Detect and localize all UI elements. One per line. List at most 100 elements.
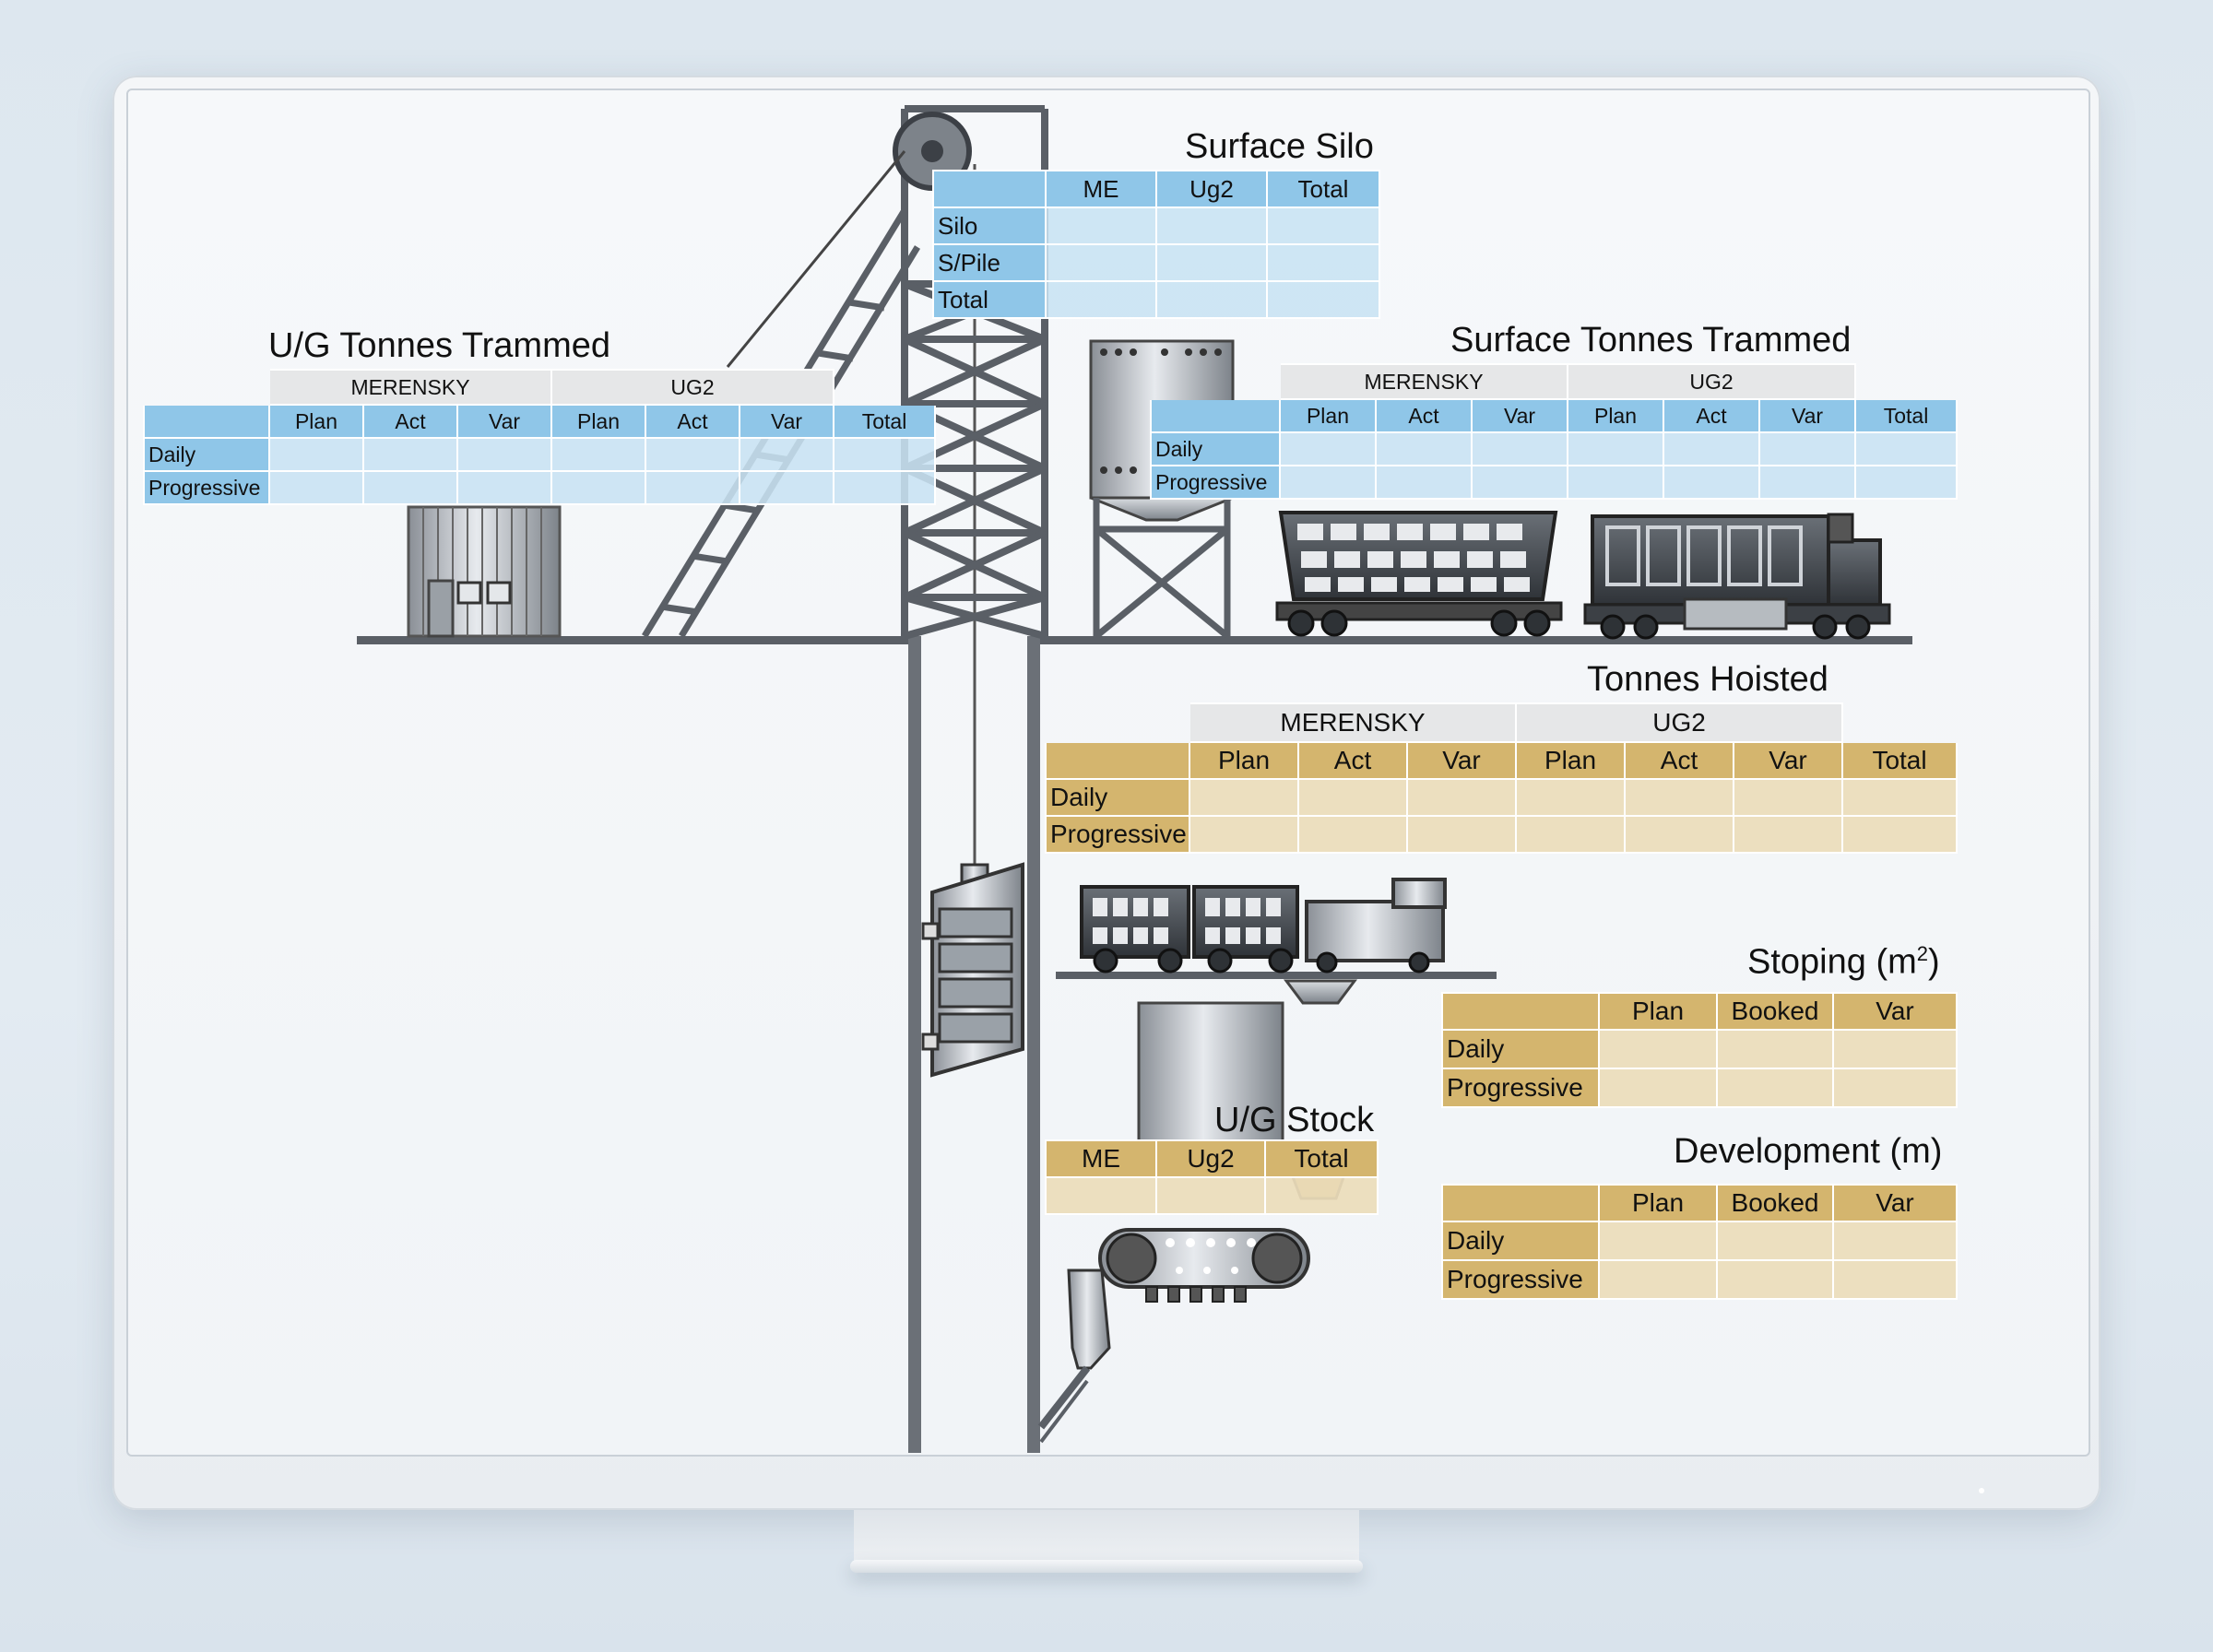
- data-cell[interactable]: [1406, 815, 1517, 854]
- row-header: Daily: [143, 437, 270, 472]
- headframe-sheave-wheel: [726, 112, 972, 368]
- data-cell[interactable]: [1297, 815, 1408, 854]
- column-header: Ug2: [1155, 1139, 1266, 1178]
- data-cell[interactable]: [1832, 1068, 1958, 1108]
- data-cell[interactable]: [1841, 815, 1959, 854]
- data-cell[interactable]: [1297, 778, 1408, 817]
- data-cell[interactable]: [1841, 778, 1959, 817]
- group-header-ug2: UG2: [550, 369, 835, 406]
- data-cell[interactable]: [1045, 243, 1157, 282]
- data-cell[interactable]: [1716, 1029, 1834, 1069]
- data-cell[interactable]: [1832, 1029, 1958, 1069]
- surface-locomotive: [1583, 513, 1891, 640]
- data-cell[interactable]: [1624, 815, 1734, 854]
- data-cell[interactable]: [739, 437, 835, 472]
- stoping-title-close: ): [1928, 942, 1940, 982]
- data-cell[interactable]: [268, 470, 364, 505]
- group-header-merensky: MERENSKY: [1189, 702, 1517, 743]
- data-cell[interactable]: [1854, 431, 1959, 466]
- data-cell[interactable]: [1598, 1029, 1718, 1069]
- row-header: Total: [932, 280, 1047, 319]
- column-header: Act: [362, 404, 458, 439]
- data-cell[interactable]: [1266, 206, 1380, 245]
- data-cell[interactable]: [1155, 280, 1268, 319]
- data-cell[interactable]: [1598, 1068, 1718, 1108]
- data-cell[interactable]: [1470, 465, 1569, 500]
- row-header: Daily: [1441, 1029, 1600, 1069]
- data-cell[interactable]: [1832, 1221, 1958, 1261]
- data-cell[interactable]: [645, 470, 741, 505]
- data-cell[interactable]: [1266, 280, 1380, 319]
- table-row: Progressive: [1150, 465, 1959, 500]
- data-cell[interactable]: [645, 437, 741, 472]
- ug-stock-title: U/G Stock: [1214, 1101, 1375, 1139]
- table-row: Daily: [1045, 778, 1959, 817]
- data-cell[interactable]: [1567, 465, 1665, 500]
- data-cell[interactable]: [1375, 431, 1473, 466]
- data-cell[interactable]: [1716, 1221, 1834, 1261]
- development-table: Plan Booked Var Daily Progressive: [1441, 1184, 1958, 1300]
- data-cell[interactable]: [1189, 815, 1299, 854]
- data-cell[interactable]: [1758, 465, 1857, 500]
- column-header-row: Plan Act Var Plan Act Var Total: [143, 404, 937, 439]
- data-cell[interactable]: [268, 437, 364, 472]
- column-header: Total: [1854, 398, 1959, 433]
- data-cell[interactable]: [833, 470, 937, 505]
- blank-cell: [144, 370, 269, 405]
- data-cell[interactable]: [1598, 1259, 1718, 1300]
- data-cell[interactable]: [456, 470, 553, 505]
- data-cell[interactable]: [1266, 243, 1380, 282]
- column-header: Plan: [1567, 398, 1665, 433]
- data-cell[interactable]: [1716, 1068, 1834, 1108]
- table-row: S/Pile: [932, 243, 1380, 282]
- table-row: Progressive: [143, 470, 937, 505]
- data-cell[interactable]: [1758, 431, 1857, 466]
- data-cell[interactable]: [1279, 465, 1377, 500]
- data-cell[interactable]: [1515, 815, 1626, 854]
- group-header-row: MERENSKY UG2: [1151, 363, 1957, 400]
- data-cell[interactable]: [1663, 465, 1761, 500]
- data-cell[interactable]: [1663, 431, 1761, 466]
- data-cell[interactable]: [1732, 778, 1844, 817]
- column-header: Var: [1832, 1184, 1958, 1222]
- table-row: Daily: [1150, 431, 1959, 466]
- data-cell[interactable]: [1264, 1176, 1379, 1215]
- data-cell[interactable]: [550, 437, 647, 472]
- column-header: Booked: [1716, 992, 1834, 1031]
- data-cell[interactable]: [1155, 1176, 1266, 1215]
- data-cell[interactable]: [1045, 1176, 1157, 1215]
- data-cell[interactable]: [1189, 778, 1299, 817]
- data-cell[interactable]: [1406, 778, 1517, 817]
- data-cell[interactable]: [739, 470, 835, 505]
- row-header: Progressive: [1150, 465, 1281, 500]
- data-cell[interactable]: [1045, 280, 1157, 319]
- data-cell[interactable]: [1732, 815, 1844, 854]
- data-cell[interactable]: [362, 437, 458, 472]
- data-cell[interactable]: [1279, 431, 1377, 466]
- row-header: Daily: [1045, 778, 1190, 817]
- data-cell[interactable]: [1155, 206, 1268, 245]
- column-header: Booked: [1716, 1184, 1834, 1222]
- data-cell[interactable]: [1045, 206, 1157, 245]
- power-indicator: [1979, 1488, 1984, 1493]
- group-header-row: MERENSKY UG2: [144, 369, 935, 406]
- data-cell[interactable]: [1470, 431, 1569, 466]
- column-header-row: Plan Act Var Plan Act Var Total: [1045, 741, 1959, 780]
- data-cell[interactable]: [550, 470, 647, 505]
- data-cell[interactable]: [456, 437, 553, 472]
- blank-cell: [1842, 703, 1957, 742]
- data-cell[interactable]: [1155, 243, 1268, 282]
- data-cell[interactable]: [1598, 1221, 1718, 1261]
- data-cell[interactable]: [362, 470, 458, 505]
- data-cell[interactable]: [1854, 465, 1959, 500]
- group-header-merensky: MERENSKY: [267, 369, 553, 406]
- data-cell[interactable]: [1624, 778, 1734, 817]
- blank-cell: [1046, 703, 1189, 742]
- data-cell[interactable]: [1716, 1259, 1834, 1300]
- data-cell[interactable]: [833, 437, 937, 472]
- data-cell[interactable]: [1567, 431, 1665, 466]
- data-cell[interactable]: [1515, 778, 1626, 817]
- column-header: Plan: [1598, 1184, 1718, 1222]
- data-cell[interactable]: [1832, 1259, 1958, 1300]
- data-cell[interactable]: [1375, 465, 1473, 500]
